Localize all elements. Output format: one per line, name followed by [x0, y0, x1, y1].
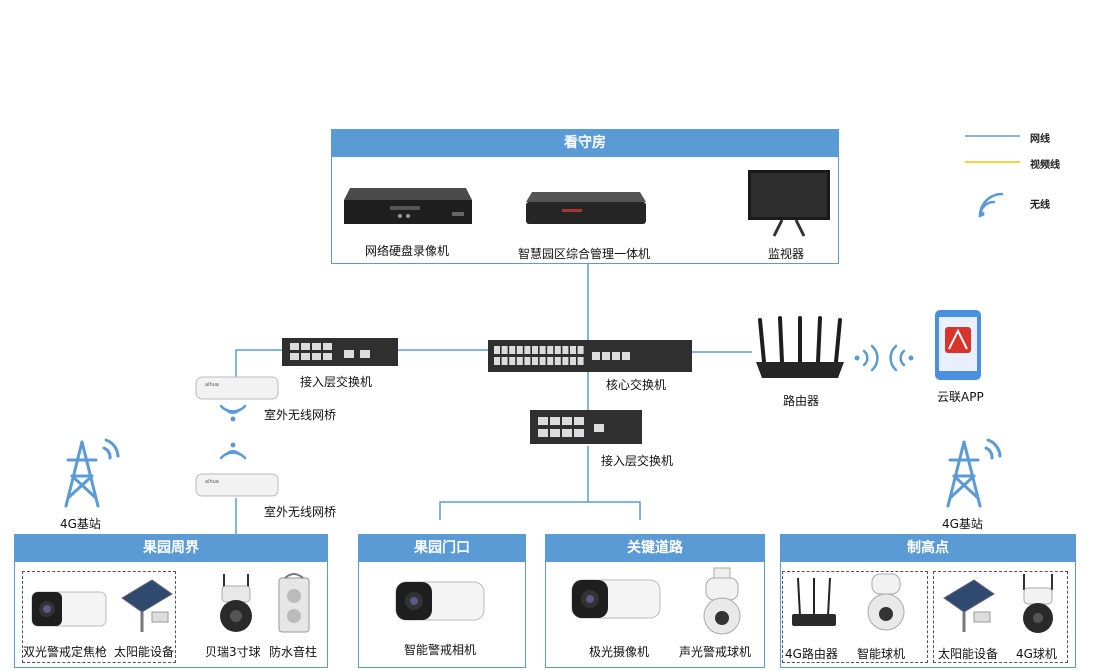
gate-item-0-label: 智能警戒相机 [404, 643, 477, 657]
perimeter-item-3-label: 防水音柱 [269, 645, 318, 659]
access-sections-bus [439, 501, 641, 520]
wireless-icon [978, 192, 1004, 218]
highpoint-item-0-label: 4G路由器 [785, 647, 838, 661]
bridge-top-label: 室外无线网桥 [264, 408, 337, 422]
smart-camera-icon [395, 581, 485, 621]
dome-3inch-icon [220, 574, 252, 632]
svg-text:alhua: alhua [205, 382, 219, 388]
perimeter-item-0-label: 双光警戒定焦枪 [23, 645, 108, 659]
4g-dome-icon [1023, 574, 1053, 633]
router-label: 路由器 [783, 394, 820, 408]
app-phone-icon [935, 310, 981, 380]
nvr-device-icon [344, 188, 472, 224]
highpoint-item-1-label: 智能球机 [857, 647, 906, 661]
station-right-icon [946, 438, 1002, 508]
road-title: 关键道路 [546, 535, 764, 562]
access-switch-mid-label: 接入层交换机 [601, 454, 674, 468]
highpoint-group-dashed-left [782, 571, 928, 663]
perimeter-item-1-label: 太阳能设备 [114, 645, 175, 659]
station-left-icon [64, 438, 120, 508]
sound-light-dome-icon [703, 567, 741, 635]
wireless-waves-icon [854, 344, 914, 372]
perimeter-title: 果园周界 [15, 535, 327, 562]
access-bridge-link [235, 349, 282, 378]
monitor-icon [748, 170, 830, 237]
access-switch-left-icon [282, 338, 398, 366]
bullet-camera-icon [31, 591, 107, 627]
station-left-label: 4G基站 [60, 517, 101, 531]
perimeter-group-dashed [22, 571, 176, 663]
platform-label: 智慧园区综合管理一体机 [518, 247, 651, 261]
road-item-0-label: 极光摄像机 [589, 645, 650, 659]
bridge-bottom-icon: alhua [195, 473, 279, 497]
smart-dome-icon [867, 573, 905, 631]
bridge-wave-down-icon [219, 404, 247, 422]
highpoint-item-3-label: 4G球机 [1016, 647, 1057, 661]
app-label: 云联APP [937, 390, 984, 404]
legend-net-label: 网线 [1030, 134, 1050, 145]
perimeter-item-2-label: 贝瑞3寸球 [205, 645, 261, 659]
access-switch-mid-icon [530, 410, 642, 444]
speaker-column-icon [278, 573, 310, 633]
svg-text:alhua: alhua [205, 479, 219, 485]
solar-panel-right-icon [943, 579, 995, 632]
platform-device-icon [526, 192, 646, 224]
highpoint-group-dashed-right [933, 571, 1068, 663]
router-icon [756, 316, 844, 378]
road-item-1-label: 声光警戒球机 [679, 645, 752, 659]
starlight-camera-icon [571, 579, 661, 619]
gate-title: 果园门口 [359, 535, 525, 562]
core-switch-label: 核心交换机 [606, 378, 667, 392]
highpoint-item-2-label: 太阳能设备 [938, 647, 999, 661]
legend-video-label: 视频线 [1030, 160, 1060, 171]
access-switch-left-label: 接入层交换机 [300, 375, 373, 389]
monitor-label: 监视器 [768, 247, 805, 261]
bridge-bottom-label: 室外无线网桥 [264, 505, 337, 519]
legend-wireless-label: 无线 [1030, 200, 1050, 211]
station-right-label: 4G基站 [942, 517, 983, 531]
4g-router-icon [792, 577, 836, 626]
highpoint-title: 制高点 [781, 535, 1075, 562]
core-switch-icon [488, 340, 692, 372]
bridge-wave-up-icon [219, 442, 247, 460]
bridge-top-icon: alhua [195, 376, 279, 400]
solar-panel-icon [121, 579, 173, 632]
guardhouse-title: 看守房 [332, 130, 838, 157]
nvr-label: 网络硬盘录像机 [365, 244, 450, 258]
